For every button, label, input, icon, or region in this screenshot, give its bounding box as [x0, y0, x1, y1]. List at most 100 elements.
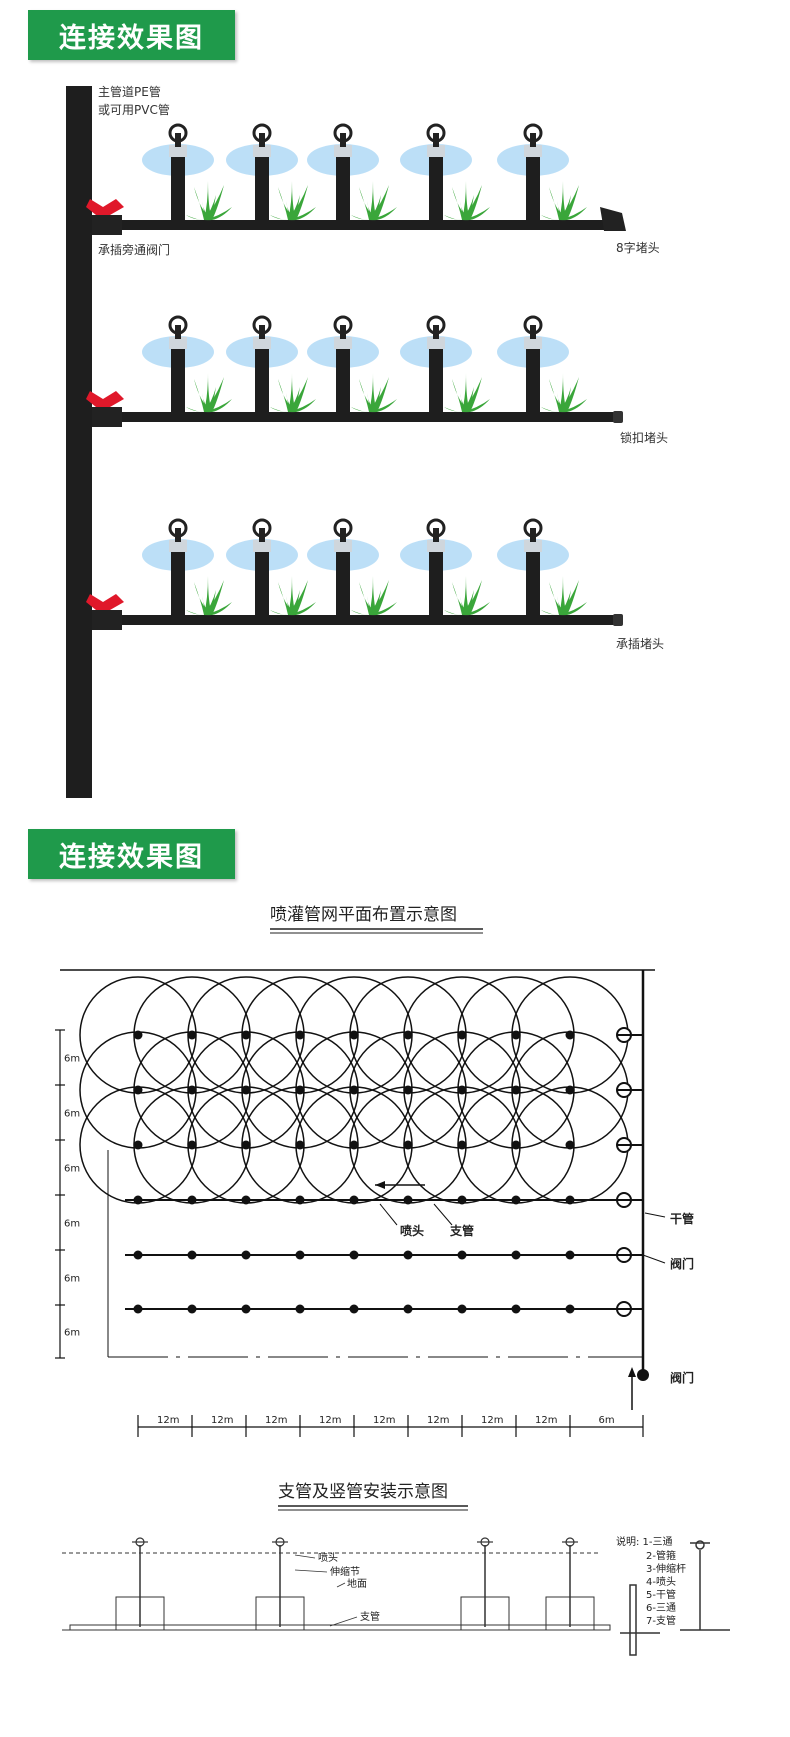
nozzle-dot — [565, 1304, 575, 1314]
riser-with-sprinkler — [142, 123, 232, 221]
grass-icon — [462, 181, 470, 220]
nozzle-dot — [349, 1085, 359, 1095]
grass-icon — [559, 373, 567, 412]
riser — [545, 1537, 595, 1631]
grass-icon — [460, 393, 470, 412]
bypass-valve — [86, 199, 124, 235]
spacing-label: 12m — [157, 1415, 179, 1426]
branch-pipe — [92, 412, 617, 422]
end-cap — [600, 207, 626, 231]
riser-with-sprinkler — [497, 518, 587, 616]
grass-icon — [288, 377, 308, 412]
grass-icon — [549, 379, 567, 412]
grass-icon — [270, 610, 296, 616]
left-dim-label: 6m — [64, 1109, 80, 1120]
spacing-label: 12m — [265, 1415, 287, 1426]
plan-label-valve-2: 阀门 — [670, 1370, 694, 1385]
nozzle-dot — [403, 1085, 413, 1095]
grass-icon — [462, 373, 470, 412]
nozzle-dot — [511, 1085, 521, 1095]
nozzle-dot — [133, 1030, 143, 1040]
grass-icon — [369, 576, 377, 615]
grass-icon — [557, 393, 567, 412]
svg-text:3-伸缩杆: 3-伸缩杆 — [646, 1562, 686, 1575]
main-pipe — [66, 86, 92, 798]
grass-icon — [288, 373, 296, 412]
nozzle-dot — [133, 1304, 143, 1314]
nozzle-dot — [511, 1250, 521, 1260]
grass-icon — [359, 379, 377, 412]
nozzle-dot — [565, 1250, 575, 1260]
grass-icon — [559, 181, 567, 220]
nozzle-dot — [295, 1085, 305, 1095]
connection-diagram: 主管道PE管 或可用PVC管 承插旁通阀门 8字堵头 锁扣堵头 承插堵头 — [66, 84, 668, 798]
section-banner-mid: 连接效果图 — [28, 829, 235, 879]
grass-icon — [369, 377, 389, 412]
riser-with-sprinkler — [400, 518, 490, 616]
grass-icon — [288, 207, 316, 220]
riser-with-sprinkler — [400, 315, 490, 413]
nozzle-dot — [457, 1304, 467, 1314]
spacing-label: 12m — [211, 1415, 233, 1426]
grass-icon — [270, 407, 296, 413]
install-label-nozzle: 喷头 — [318, 1552, 338, 1564]
branch-pipes — [125, 1027, 643, 1317]
grass-icon — [541, 215, 567, 221]
grass-icon — [270, 215, 296, 221]
install-legend: 说明: 1-三通 2-管箍 3-伸缩杆 4-喷头 5-干管 6-三通 7-支管 — [616, 1535, 686, 1627]
install-title: 支管及竖管安装示意图 — [278, 1482, 448, 1502]
grass-icon — [460, 201, 470, 220]
nozzle-dot — [457, 1250, 467, 1260]
branch-rows — [86, 123, 626, 630]
grass-icon — [204, 185, 224, 220]
grass-icon — [367, 393, 377, 412]
end-label-3: 承插堵头 — [616, 637, 664, 651]
nozzle-dot — [187, 1085, 197, 1095]
nozzle-dot — [187, 1250, 197, 1260]
nozzle-dot — [133, 1140, 143, 1150]
left-dim-label: 6m — [64, 1164, 80, 1175]
grass-icon — [351, 610, 377, 616]
nozzle-dot — [349, 1250, 359, 1260]
spacing-label: 12m — [319, 1415, 341, 1426]
main-pipe-label-2: 或可用PVC管 — [98, 102, 170, 117]
spacing-label: 12m — [427, 1415, 449, 1426]
riser-with-sprinkler — [226, 315, 316, 413]
end-cap — [613, 614, 623, 626]
grass-icon — [286, 596, 296, 615]
grass-icon — [288, 399, 316, 412]
end-label-1: 8字堵头 — [616, 240, 660, 255]
grass-icon — [559, 580, 579, 615]
grass-icon — [444, 215, 470, 221]
nozzle-dot — [295, 1140, 305, 1150]
grass-icon — [367, 201, 377, 220]
nozzle-dot — [241, 1030, 251, 1040]
nozzle-dot — [511, 1304, 521, 1314]
branch-line — [133, 1137, 643, 1153]
grass-icon — [444, 407, 470, 413]
nozzle-dot — [565, 1195, 575, 1205]
grass-icon — [369, 602, 397, 615]
grass-icon — [278, 582, 296, 615]
nozzle-dot — [565, 1030, 575, 1040]
nozzle-dot — [295, 1250, 305, 1260]
grass-icon — [541, 610, 567, 616]
riser-with-sprinkler — [226, 518, 316, 616]
nozzle-dot — [349, 1140, 359, 1150]
risers — [115, 1537, 595, 1631]
grass-icon — [351, 407, 377, 413]
riser-with-sprinkler — [142, 518, 232, 616]
riser-with-sprinkler — [307, 315, 397, 413]
nozzle-dot — [349, 1304, 359, 1314]
grass-icon — [202, 596, 212, 615]
grass-icon — [549, 187, 567, 220]
nozzle-dot — [241, 1195, 251, 1205]
svg-text:6-三通: 6-三通 — [646, 1602, 676, 1614]
grass-icon — [204, 576, 212, 615]
nozzle-dot — [457, 1030, 467, 1040]
nozzle-dot — [241, 1304, 251, 1314]
grass-icon — [462, 377, 482, 412]
bypass-valve — [86, 391, 124, 427]
grass-icon — [452, 379, 470, 412]
left-dim-label: 6m — [64, 1219, 80, 1230]
